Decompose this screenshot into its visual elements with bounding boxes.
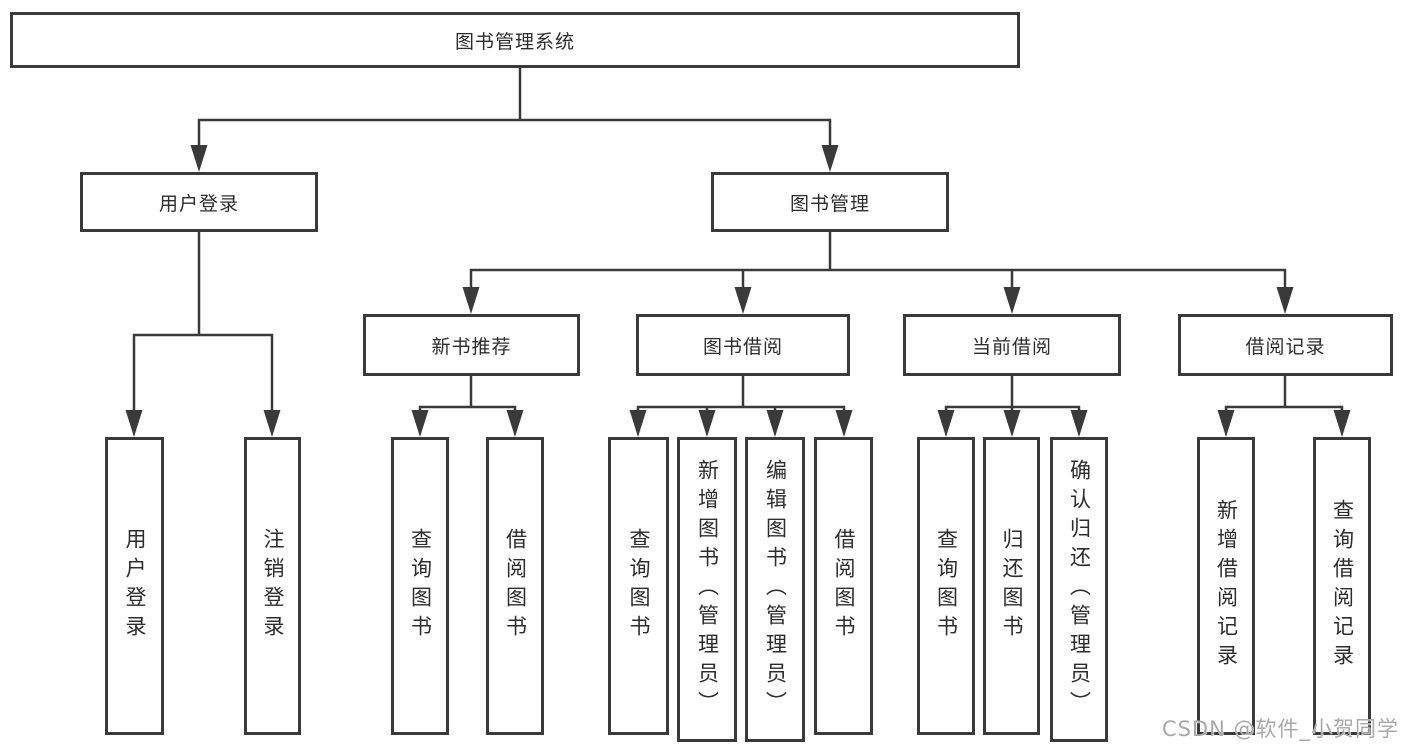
node-leaf-logout: 注销登录 bbox=[244, 437, 301, 735]
node-leaf-confirm-return-admin: 确认归还（管理员） bbox=[1050, 437, 1108, 742]
node-leaf-borrow-books-borrowing: 借阅图书 bbox=[814, 437, 873, 735]
node-leaf-query-books-current: 查询图书 bbox=[917, 437, 975, 735]
node-leaf-borrow-books-recommend: 借阅图书 bbox=[486, 437, 544, 735]
node-leaf-query-books-recommend: 查询图书 bbox=[391, 437, 449, 735]
node-leaf-user-login: 用户登录 bbox=[105, 437, 164, 735]
node-current-borrowing: 当前借阅 bbox=[903, 314, 1121, 376]
node-leaf-query-borrow-record: 查询借阅记录 bbox=[1313, 437, 1371, 735]
csdn-watermark: CSDN @软件_小贺同学 bbox=[1161, 717, 1399, 741]
node-borrowing-records: 借阅记录 bbox=[1178, 314, 1393, 376]
node-leaf-add-borrow-record: 新增借阅记录 bbox=[1197, 437, 1255, 735]
node-leaf-add-book-admin: 新增图书（管理员） bbox=[677, 437, 737, 742]
node-leaf-query-books-borrowing: 查询图书 bbox=[608, 437, 669, 735]
node-user-login: 用户登录 bbox=[80, 172, 318, 232]
node-leaf-return-book: 归还图书 bbox=[983, 437, 1040, 735]
node-book-borrowing: 图书借阅 bbox=[636, 314, 850, 376]
node-leaf-edit-book-admin: 编辑图书（管理员） bbox=[745, 437, 805, 742]
node-new-book-recommend: 新书推荐 bbox=[363, 314, 580, 376]
node-book-management: 图书管理 bbox=[711, 172, 949, 232]
node-root: 图书管理系统 bbox=[10, 12, 1020, 68]
